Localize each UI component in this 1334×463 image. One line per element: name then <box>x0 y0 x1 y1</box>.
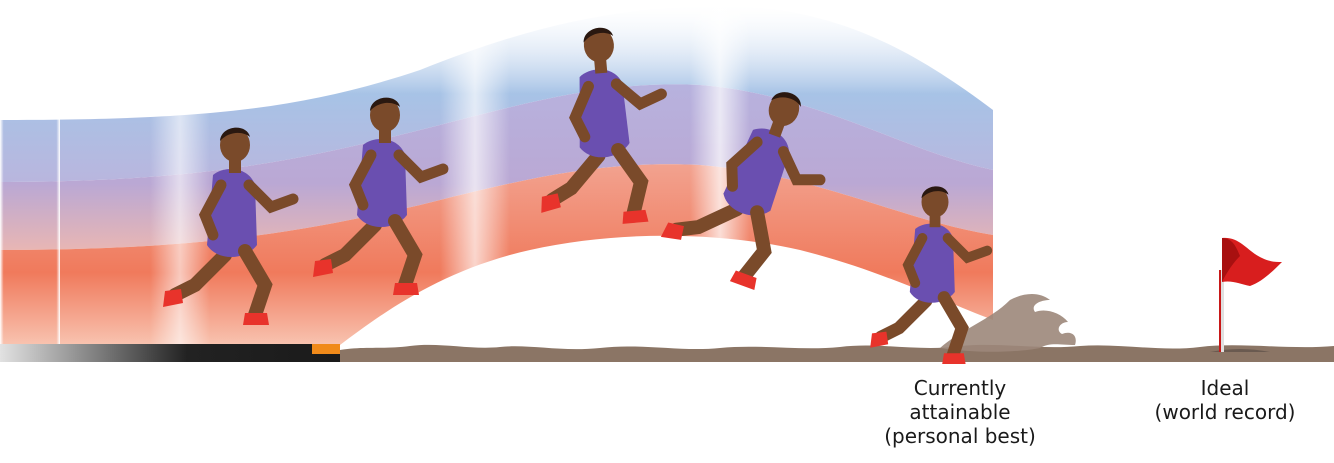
caption-line: attainable <box>855 400 1065 424</box>
caption-line: Ideal <box>1125 376 1325 400</box>
currently-attainable-label: Currently attainable (personal best) <box>855 376 1065 448</box>
ground <box>0 344 1334 362</box>
ideal-label: Ideal (world record) <box>1125 376 1325 424</box>
motion-trail-bands <box>0 0 993 350</box>
caption-line: Currently <box>855 376 1065 400</box>
flag-icon <box>1210 238 1282 352</box>
sand-pit <box>330 345 1334 362</box>
runway <box>0 344 340 362</box>
takeoff-board <box>312 344 340 354</box>
caption-line: (world record) <box>1125 400 1325 424</box>
caption-line: (personal best) <box>855 424 1065 448</box>
